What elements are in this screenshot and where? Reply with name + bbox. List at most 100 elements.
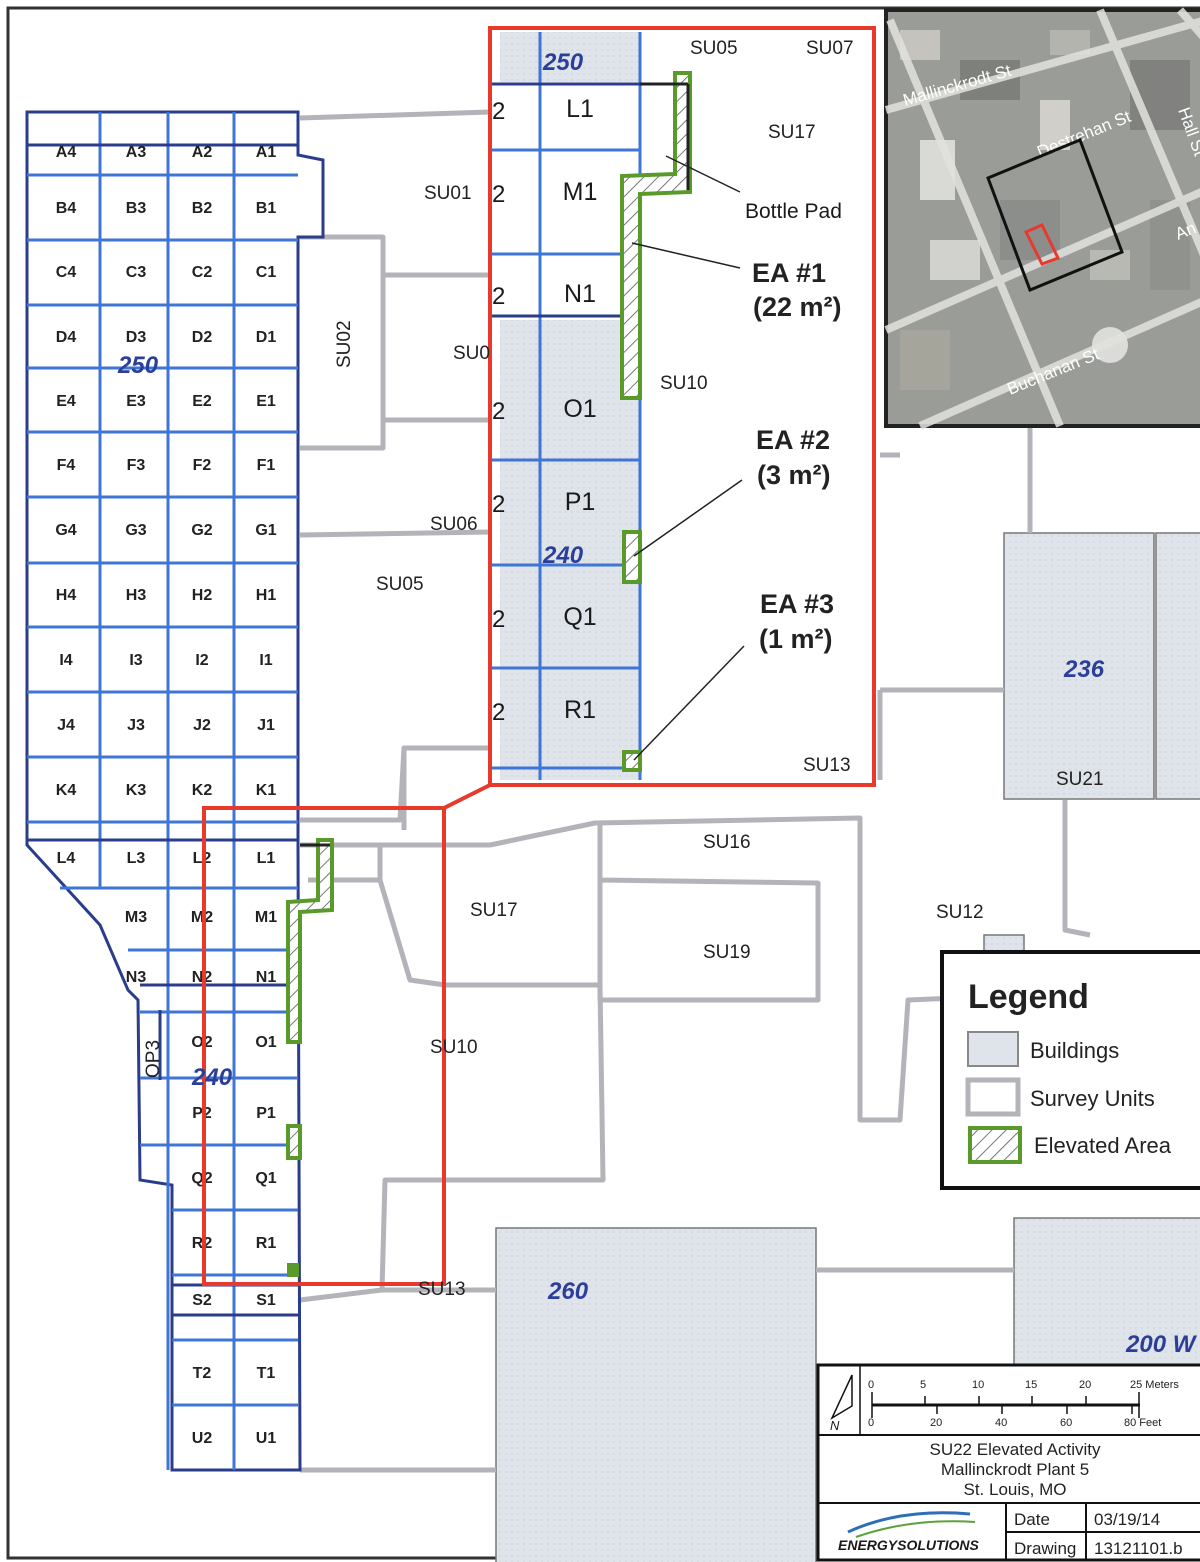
grid-cell-label: Q1 bbox=[255, 1170, 276, 1187]
grid-cell-label: K1 bbox=[256, 782, 277, 799]
scale-ft-20: 20 bbox=[930, 1417, 942, 1429]
title-block: N 0 5 10 15 20 25 Meters 0 20 40 60 80 bbox=[816, 1363, 1200, 1562]
zoom-cell-label: Q1 bbox=[563, 603, 596, 631]
legend-label-elevated-area: Elevated Area bbox=[1034, 1133, 1172, 1158]
grid-cell-label: T1 bbox=[257, 1365, 276, 1382]
grid-cell-label: H4 bbox=[56, 587, 77, 604]
zoom-cell-label: M1 bbox=[563, 178, 598, 206]
grid-cell-label: A4 bbox=[56, 144, 77, 161]
elev-250-top: 250 bbox=[542, 49, 584, 76]
elev-240-left: 240 bbox=[191, 1064, 233, 1091]
legend-label-survey-units: Survey Units bbox=[1030, 1086, 1155, 1111]
leader-lines bbox=[631, 155, 745, 761]
su-label-su12: SU12 bbox=[936, 902, 984, 923]
grid-cell-label: N1 bbox=[256, 969, 277, 986]
left-ea-2 bbox=[286, 1124, 302, 1160]
scale-ft-60: 60 bbox=[1060, 1417, 1072, 1429]
grid-cell-label: K2 bbox=[192, 782, 213, 799]
zoom-cell-label: O1 bbox=[563, 395, 596, 423]
grid-cell-label: F2 bbox=[193, 457, 212, 474]
grid-cell-label: K4 bbox=[56, 782, 77, 799]
grid-cell-label: E2 bbox=[192, 393, 212, 410]
su-label-su10-bot: SU10 bbox=[430, 1037, 478, 1058]
zoom-edge-digit: 2 bbox=[492, 491, 505, 518]
legend: Legend Buildings Survey Units Elevated A… bbox=[940, 950, 1200, 1190]
elev-260: 260 bbox=[547, 1278, 589, 1305]
grid-cell-label: R1 bbox=[256, 1235, 277, 1252]
grid-cell-label: J2 bbox=[193, 717, 211, 734]
elev-240-mid: 240 bbox=[542, 542, 584, 569]
grid-cell-label: O1 bbox=[255, 1034, 276, 1051]
date-label: Date bbox=[1014, 1510, 1050, 1529]
left-elevated-areas bbox=[286, 838, 334, 1277]
grid-cell-label: A2 bbox=[192, 144, 213, 161]
su-label-su01: SU01 bbox=[424, 183, 472, 204]
ea-2-name: EA #2 bbox=[756, 425, 830, 455]
grid-cell-label: I1 bbox=[259, 652, 272, 669]
building-236 bbox=[1003, 532, 1155, 800]
su-label-su0: SU0 bbox=[453, 343, 490, 364]
scale-m-5: 5 bbox=[920, 1379, 926, 1391]
grid-cell-label: E3 bbox=[126, 393, 146, 410]
ea-2-shape bbox=[622, 530, 642, 584]
grid-cell-label: C3 bbox=[126, 264, 147, 281]
grid-cell-label: G1 bbox=[255, 522, 276, 539]
grid-cell-label: N3 bbox=[126, 969, 147, 986]
legend-label-buildings: Buildings bbox=[1030, 1038, 1119, 1063]
grid-cell-label: B1 bbox=[256, 200, 277, 217]
su-label-su13-top: SU13 bbox=[803, 755, 851, 776]
zoom-cell-label: N1 bbox=[564, 280, 596, 308]
grid-cell-label: S2 bbox=[192, 1292, 212, 1309]
su-label-su05-mid: SU05 bbox=[376, 574, 424, 595]
callout-outlines bbox=[202, 26, 876, 1286]
grid-cell-label: H3 bbox=[126, 587, 147, 604]
grid-cell-label: L1 bbox=[257, 850, 276, 867]
ea-1-shape bbox=[620, 71, 692, 400]
bottle-pad-label: Bottle Pad bbox=[745, 200, 842, 223]
grid-cell-label: E4 bbox=[56, 393, 76, 410]
date-value: 03/19/14 bbox=[1094, 1510, 1160, 1529]
title-line-1: SU22 Elevated Activity bbox=[929, 1440, 1101, 1459]
building-200w bbox=[1013, 1217, 1200, 1367]
scale-ft-40: 40 bbox=[995, 1417, 1007, 1429]
company-logo-swoosh-icon bbox=[847, 1511, 971, 1534]
grid-cell-label: A1 bbox=[256, 144, 277, 161]
grid-cell-label: B4 bbox=[56, 200, 77, 217]
su-label-su05-top: SU05 bbox=[690, 38, 738, 59]
grid-cell-label: L4 bbox=[57, 850, 76, 867]
grid-cell-label: D1 bbox=[256, 329, 277, 346]
grid-cell-label: E1 bbox=[256, 393, 276, 410]
su-label-su06: SU06 bbox=[430, 514, 478, 535]
zoom-edge-digit: 2 bbox=[492, 283, 505, 310]
su-label-su13-bot: SU13 bbox=[418, 1279, 466, 1300]
left-ea-1 bbox=[286, 838, 334, 1044]
grid-cell-label: U1 bbox=[256, 1430, 277, 1447]
grid-cell-label: D2 bbox=[192, 329, 213, 346]
inset-focus-box bbox=[1023, 223, 1061, 266]
su-label-su16: SU16 bbox=[703, 832, 751, 853]
ea-1-name: EA #1 bbox=[752, 258, 826, 288]
grid-cell-label: K3 bbox=[126, 782, 147, 799]
zoom-edge-digit: 2 bbox=[492, 699, 505, 726]
su-label-su21: SU21 bbox=[1056, 769, 1104, 790]
scale-m-10: 10 bbox=[972, 1379, 984, 1391]
scale-m-20: 20 bbox=[1079, 1379, 1091, 1391]
legend-title: Legend bbox=[968, 978, 1089, 1016]
legend-swatch-survey-units bbox=[965, 1077, 1021, 1117]
su-label-su17-top: SU17 bbox=[768, 122, 816, 143]
grid-cell-label: J3 bbox=[127, 717, 145, 734]
grid-cell-label: I3 bbox=[129, 652, 142, 669]
ea-3-area: (1 m²) bbox=[759, 624, 833, 654]
drawing-label: Drawing bbox=[1014, 1539, 1076, 1558]
su-label-su17-bot: SU17 bbox=[470, 900, 518, 921]
grid-cell-label: I2 bbox=[195, 652, 208, 669]
grid-cell-label: M1 bbox=[255, 909, 277, 926]
grid-cell-label: B3 bbox=[126, 200, 147, 217]
ea-2-area: (3 m²) bbox=[757, 460, 831, 490]
company-name: ENERGYSOLUTIONS bbox=[838, 1537, 979, 1553]
grid-cell-label: H1 bbox=[256, 587, 277, 604]
su-label-su10-top: SU10 bbox=[660, 373, 708, 394]
grid-cell-label: G4 bbox=[55, 522, 76, 539]
grid-cell-label: F1 bbox=[257, 457, 276, 474]
drawing-value: 13121101.b bbox=[1094, 1539, 1183, 1558]
